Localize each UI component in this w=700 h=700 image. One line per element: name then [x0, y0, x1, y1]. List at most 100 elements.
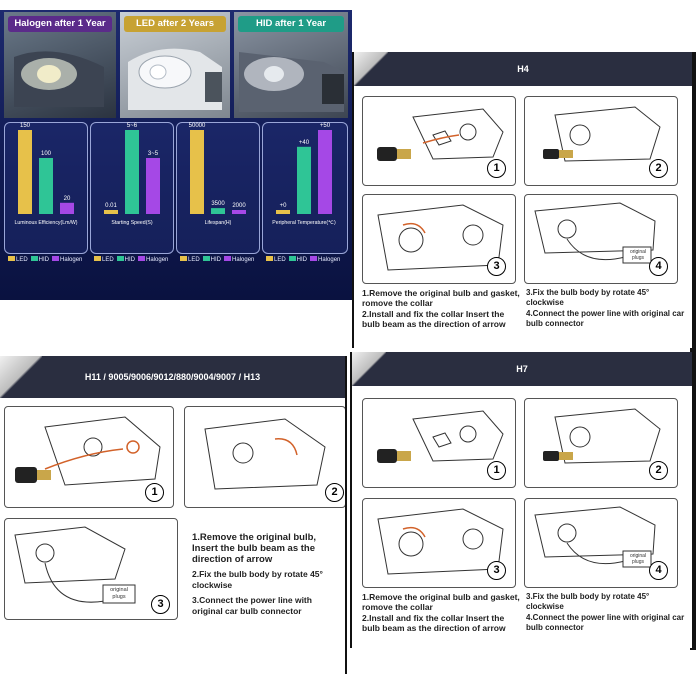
legend: LED HID Halogen: [180, 256, 254, 263]
headlight-diagram-icon: [543, 106, 661, 162]
page-curl-icon: [352, 352, 386, 386]
headlight-photo-halogen: [14, 51, 104, 107]
instruction-text: 3.Fix the bulb body by rotate 45° clockw…: [526, 288, 650, 307]
bar-value-label: 2000: [232, 203, 246, 209]
bar-value-label: +50: [320, 123, 331, 129]
h4-instructions-right: 3.Fix the bulb body by rotate 45° clockw…: [526, 288, 686, 330]
instruction-text: 2.Install and fix the collar Insert the …: [362, 613, 506, 633]
bar-value-label: 150: [20, 123, 31, 129]
legend-item: Halogen: [138, 256, 168, 263]
h4-step-1: 1: [362, 96, 516, 186]
legend-label: LED: [274, 257, 286, 263]
bar-value-label: 0.01: [105, 203, 117, 209]
legend-label: LED: [102, 257, 114, 263]
panel-shadow: [690, 352, 696, 650]
legend-item: Halogen: [52, 256, 82, 263]
bar-value-label: +40: [299, 140, 310, 146]
legend-item: Halogen: [224, 256, 254, 263]
h11-panel: H11 / 9005/9006/9012/880/9004/9007 / H13…: [0, 356, 347, 674]
step-number-badge: 2: [649, 461, 668, 480]
bar-hid: [297, 146, 311, 214]
legend-label: Halogen: [318, 257, 341, 263]
comparison-panel: Halogen after 1 Year LED after 2 Years H…: [0, 10, 352, 300]
h7-header: H7: [352, 352, 692, 386]
h7-step-1: 1: [362, 398, 516, 488]
bar-halogen: [146, 158, 160, 214]
page-curl-icon: [0, 356, 42, 398]
bar-value-label: +0: [280, 203, 288, 209]
legend-label: HID: [38, 257, 50, 263]
headlight-diagram-icon: [377, 204, 504, 271]
instruction-text: 1.Remove the original bulb and gasket, r…: [362, 288, 520, 308]
legend-label: Halogen: [232, 257, 255, 263]
legend-label: Halogen: [146, 257, 169, 263]
bar-value-label: 3500: [211, 201, 225, 207]
h4-step-4: original plugs 4: [524, 194, 678, 284]
x-axis-label: Lifespan(H): [205, 220, 232, 226]
step-number-badge: 4: [649, 257, 668, 276]
headlight-diagram-icon: [534, 202, 656, 264]
photo-caption: HID after 1 Year: [238, 16, 344, 32]
legend-label: LED: [16, 257, 28, 263]
legend: LED HID Halogen: [8, 256, 82, 263]
step-number-badge: 1: [487, 159, 506, 178]
instruction-text: 4.Connect the power line with original c…: [526, 309, 685, 328]
legend-item: HID: [288, 256, 308, 263]
step-number-badge: 2: [649, 159, 668, 178]
instruction-text: 3.Fix the bulb body by rotate 45° clockw…: [526, 592, 650, 611]
bar-led: [104, 210, 118, 214]
bar-halogen: [60, 202, 74, 214]
step-number-badge: 1: [487, 461, 506, 480]
legend-label: HID: [210, 257, 222, 263]
instruction-text: 2.Install and fix the collar Insert the …: [362, 309, 506, 329]
instruction-text: 1.Remove the original bulb and gasket, r…: [362, 592, 520, 612]
legend-item: LED: [266, 256, 286, 263]
bar-hid: [211, 208, 225, 214]
bar-halogen: [232, 210, 246, 214]
bar-value-label: 50000: [189, 123, 206, 129]
step-number-badge: 3: [487, 257, 506, 276]
headlight-diagram-icon: [15, 416, 161, 486]
bar-led: [276, 210, 290, 214]
plugs-label: original plugs: [110, 587, 128, 600]
page-curl-icon: [354, 52, 388, 86]
photo-led: LED after 2 Years: [120, 12, 230, 118]
photo-hid: HID after 1 Year: [234, 12, 348, 118]
bar-hid: [39, 158, 53, 214]
x-axis-label: Peripheral Temperature(℃): [272, 220, 336, 226]
legend-label: Halogen: [60, 257, 83, 263]
bar-hid: [125, 130, 139, 214]
legend-item: LED: [180, 256, 200, 263]
instruction-text: 2.Fix the bulb body by rotate 45° clockw…: [192, 569, 323, 590]
headlight-photo-hid: [239, 52, 344, 112]
step-number-badge: 1: [145, 483, 164, 502]
headlight-diagram-icon: [14, 526, 136, 604]
plugs-label: original plugs: [629, 553, 647, 565]
legend-item: HID: [30, 256, 50, 263]
h4-panel: H4 1 2 3: [352, 52, 692, 348]
headlight-diagram-icon: [377, 508, 504, 575]
bar-value-label: 3~5: [148, 151, 159, 157]
step-number-badge: 4: [649, 561, 668, 580]
legend-label: HID: [296, 257, 308, 263]
photo-caption: LED after 2 Years: [124, 16, 226, 32]
x-axis-label: Starting Speed(S): [111, 220, 153, 226]
headlight-diagram-icon: [377, 108, 504, 161]
h11-step-2: 2: [184, 406, 345, 508]
plugs-label: original plugs: [629, 249, 647, 261]
legend: LED HID Halogen: [94, 256, 168, 263]
h7-step-4: original plugs 4: [524, 498, 678, 588]
h7-step-2: 2: [524, 398, 678, 488]
h7-instructions-left: 1.Remove the original bulb and gasket, r…: [362, 592, 522, 634]
legend-item: LED: [8, 256, 28, 263]
bar-led: [190, 130, 204, 214]
headlight-diagram-icon: [204, 418, 326, 490]
h11-step-1: 1: [4, 406, 174, 508]
panel-shadow: [690, 52, 696, 352]
legend: LED HID Halogen: [266, 256, 340, 263]
bar-halogen: [318, 130, 332, 214]
photo-caption: Halogen after 1 Year: [8, 16, 112, 32]
h7-panel: H7 1 2 3: [350, 352, 692, 648]
headlight-diagram-icon: [543, 408, 661, 464]
